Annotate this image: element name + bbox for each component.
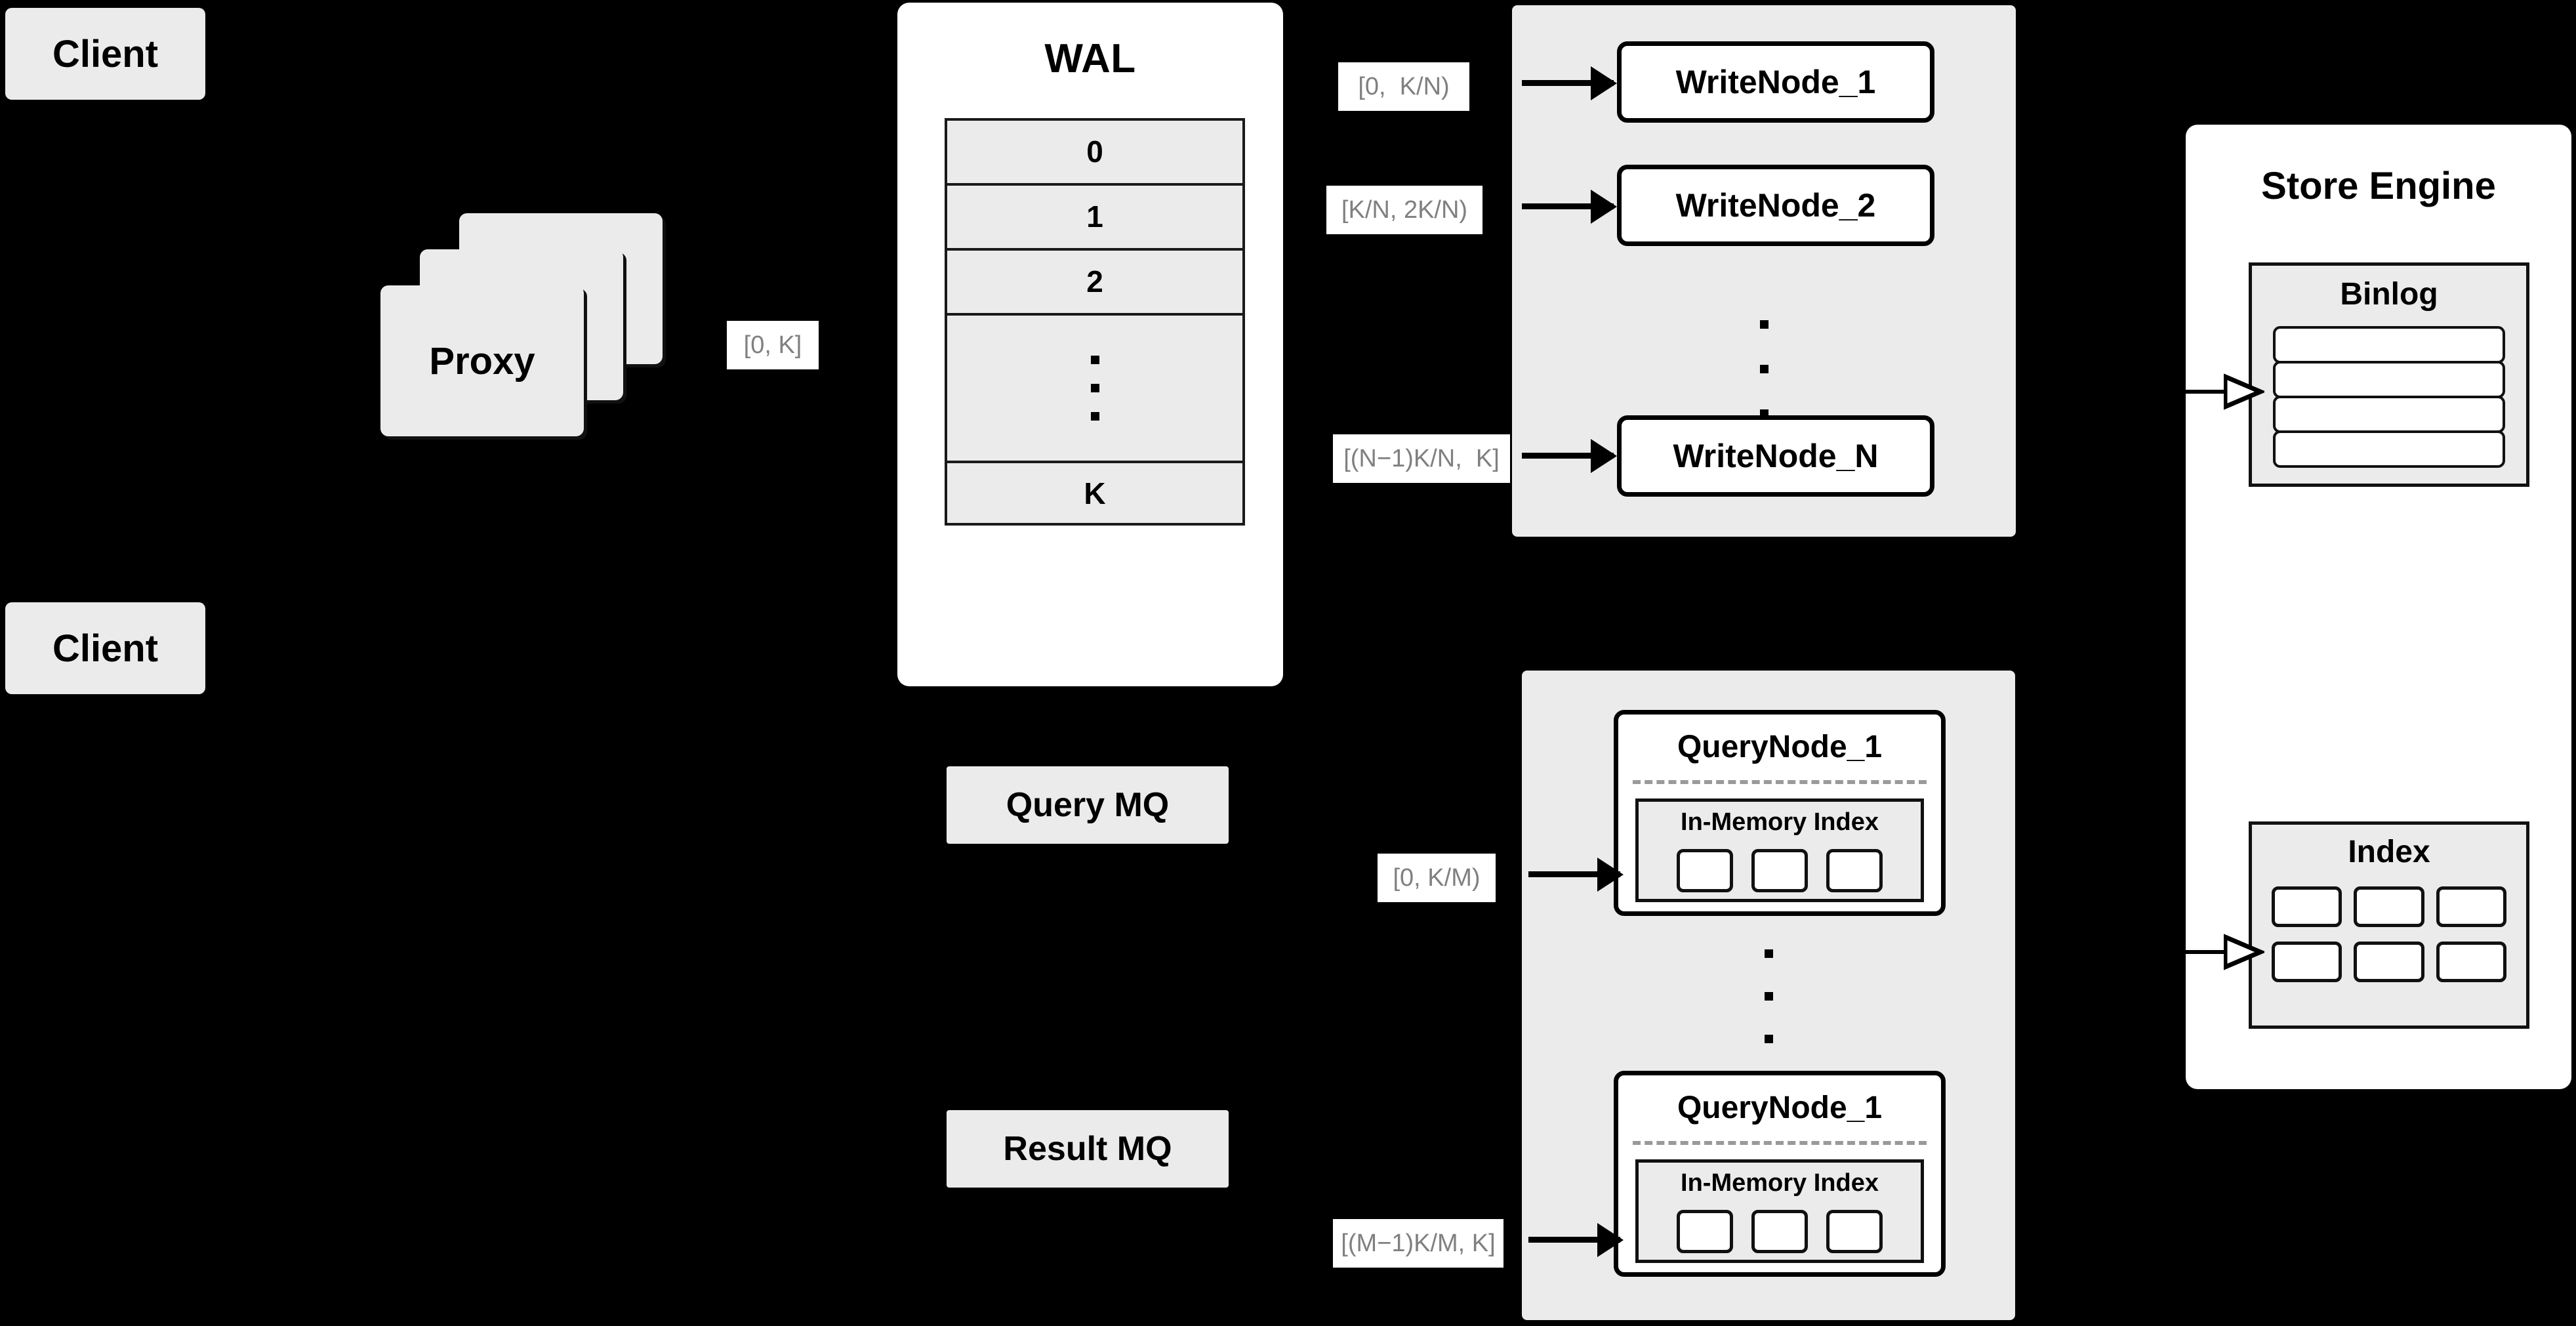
result-mq-box: Result MQ [947, 1110, 1229, 1188]
index-chip [1677, 849, 1733, 892]
arrow-line-to-store-index [2186, 950, 2230, 954]
client-label-1: Client [52, 32, 159, 75]
query-mq-label: Query MQ [1006, 786, 1170, 824]
arrow-head-to-write-node-n [1591, 439, 1617, 473]
query-node-group: QueryNode_1 In-Memory Index QueryNode_1 … [1522, 671, 2015, 1320]
query-node-1-label: QueryNode_1 [1677, 730, 1883, 764]
write-node-ellipsis [1512, 320, 2016, 418]
ellipsis-dot [1090, 356, 1099, 364]
edge-label-to-write-node-2: [K/N, 2K/N) [1326, 186, 1482, 234]
proxy-label: Proxy [429, 339, 535, 383]
query-node-m-label: QueryNode_1 [1677, 1090, 1883, 1125]
binlog-row-list [2273, 326, 2505, 468]
ellipsis-dot [1759, 320, 1768, 329]
edge-label-proxy-to-wal: [0, K] [727, 321, 819, 369]
store-index-grid [2272, 886, 2506, 982]
ellipsis-dot [1764, 992, 1773, 1001]
index-chip [1826, 1210, 1883, 1253]
query-node-1: QueryNode_1 In-Memory Index [1614, 710, 1946, 916]
store-engine-title: Store Engine [2261, 165, 2496, 207]
arrow-line-to-write-node-2 [1522, 203, 1614, 209]
wal-cell-k: K [947, 463, 1242, 523]
wal-panel: WAL 0 1 2 K [897, 3, 1283, 686]
arrow-head-hollow-to-store-index [2224, 934, 2264, 970]
wal-cell-1: 1 [947, 185, 1242, 251]
wal-cell-ellipsis [947, 315, 1242, 464]
arrow-head-to-query-node-1 [1597, 858, 1624, 892]
edge-label-to-query-node-1: [0, K/M) [1378, 854, 1496, 902]
client-box-2: Client [5, 602, 205, 694]
proxy-stack: Proxy [380, 213, 682, 436]
binlog-box: Binlog [2249, 262, 2529, 487]
query-node-m-divider [1633, 1141, 1927, 1145]
query-node-m-in-memory-index: In-Memory Index [1635, 1159, 1924, 1263]
ellipsis-dot [1090, 384, 1099, 392]
write-node-n: WriteNode_N [1617, 415, 1934, 497]
proxy-card-front: Proxy [380, 285, 584, 436]
query-mq-box: Query MQ [947, 766, 1229, 844]
store-index-box: Index [2249, 821, 2529, 1029]
client-label-2: Client [52, 627, 159, 670]
edge-label-to-query-node-m: [(M−1)K/M, K] [1333, 1219, 1503, 1268]
index-chip [2436, 942, 2506, 982]
binlog-row [2273, 430, 2505, 468]
binlog-row [2273, 361, 2505, 398]
index-chip [1677, 1210, 1733, 1253]
arrow-head-to-query-node-m [1597, 1223, 1624, 1257]
write-node-1-label: WriteNode_1 [1675, 64, 1876, 100]
index-chip [2272, 942, 2342, 982]
edge-label-to-write-node-n: [(N−1)K/N, K] [1333, 434, 1510, 483]
in-memory-index-title-2: In-Memory Index [1681, 1169, 1879, 1197]
index-chip [1751, 849, 1808, 892]
index-chip [2354, 942, 2424, 982]
write-node-2: WriteNode_2 [1617, 165, 1934, 246]
store-index-title: Index [2348, 835, 2430, 869]
write-node-1: WriteNode_1 [1617, 41, 1934, 123]
ellipsis-dot [1090, 412, 1099, 421]
client-box-1: Client [5, 8, 205, 100]
arrow-line-to-query-node-m [1528, 1237, 1620, 1243]
arrow-line-to-query-node-1 [1528, 871, 1620, 877]
query-node-ellipsis [1522, 949, 2015, 1043]
index-chip [2272, 886, 2342, 927]
binlog-row [2273, 326, 2505, 363]
index-chip [2436, 886, 2506, 927]
ellipsis-dot [1764, 1035, 1773, 1043]
wal-cell-0: 0 [947, 121, 1242, 186]
edge-label-to-write-node-1: [0, K/N) [1338, 62, 1469, 111]
arrow-head-hollow-to-binlog [2224, 373, 2264, 410]
query-node-1-divider [1633, 780, 1927, 784]
wal-title: WAL [1044, 36, 1136, 81]
arrow-line-to-binlog [2186, 390, 2230, 394]
wal-cell-2: 2 [947, 250, 1242, 316]
in-memory-index-chips-1 [1639, 849, 1921, 892]
arrow-head-to-write-node-1 [1591, 66, 1617, 100]
wal-entry-table: 0 1 2 K [945, 118, 1245, 526]
arrow-line-to-write-node-1 [1522, 80, 1614, 86]
query-node-m: QueryNode_1 In-Memory Index [1614, 1071, 1946, 1277]
arrow-line-to-write-node-n [1522, 453, 1614, 459]
write-node-2-label: WriteNode_2 [1675, 187, 1876, 224]
index-chip [1826, 849, 1883, 892]
write-node-n-label: WriteNode_N [1673, 438, 1879, 474]
ellipsis-dot [1764, 949, 1773, 958]
ellipsis-dot [1759, 365, 1768, 373]
index-chip [1751, 1210, 1808, 1253]
binlog-title: Binlog [2340, 277, 2438, 312]
binlog-row [2273, 396, 2505, 433]
index-chip [2354, 886, 2424, 927]
store-engine-panel: Store Engine Binlog Index [2186, 125, 2571, 1089]
in-memory-index-chips-2 [1639, 1210, 1921, 1253]
arrow-head-to-write-node-2 [1591, 190, 1617, 224]
result-mq-label: Result MQ [1003, 1130, 1172, 1168]
in-memory-index-title-1: In-Memory Index [1681, 808, 1879, 836]
query-node-1-in-memory-index: In-Memory Index [1635, 798, 1924, 902]
